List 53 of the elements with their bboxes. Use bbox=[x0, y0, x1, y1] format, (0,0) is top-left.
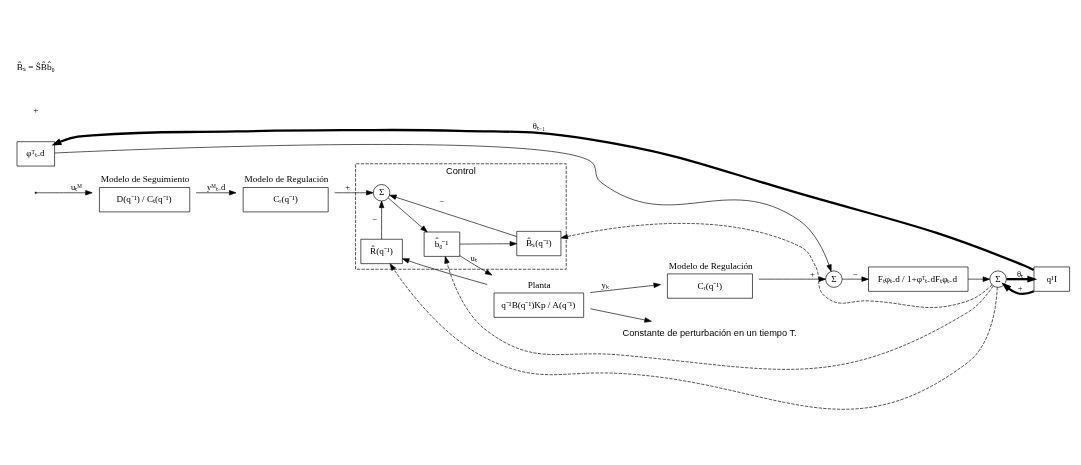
node-box: Fₜφₜ₋d / 1+φᵀₜ₋dFₜφₜ₋d bbox=[868, 266, 969, 292]
node-text: Constante de perturbación en un tiempo T. bbox=[622, 327, 797, 338]
edge-label: − bbox=[852, 268, 858, 279]
edge-label: uₜᴹ bbox=[70, 182, 82, 193]
edge-label: − bbox=[372, 214, 378, 225]
node-label: Planta bbox=[527, 279, 551, 290]
arrow bbox=[841, 276, 869, 282]
edge-label: + bbox=[1017, 282, 1023, 293]
arrow bbox=[560, 223, 993, 308]
node-box: B̂ₛ(q⁻¹) bbox=[516, 231, 562, 257]
node-box: R̂(q⁻¹) bbox=[360, 238, 403, 264]
edge-label: θₜ bbox=[1017, 268, 1024, 279]
arrow bbox=[758, 276, 826, 282]
node-circle: Σ bbox=[373, 184, 391, 202]
arrow bbox=[389, 194, 517, 237]
arrow bbox=[387, 197, 428, 233]
node-box: Cᵣ(q⁻¹) bbox=[242, 187, 329, 213]
edge-label: yᴹₜ₋d bbox=[207, 182, 226, 193]
node-box: b̂₀⁻¹ bbox=[423, 231, 461, 257]
arrow bbox=[402, 258, 488, 285]
arrow bbox=[378, 200, 385, 240]
edge-label: − bbox=[439, 196, 445, 207]
arrow bbox=[36, 190, 93, 196]
arrow bbox=[590, 282, 661, 293]
node-box: D(q⁻¹) / Cₜ(q⁻¹) bbox=[99, 187, 191, 213]
edge-label: + bbox=[345, 182, 351, 193]
arrow bbox=[334, 190, 374, 196]
arrow bbox=[459, 241, 517, 247]
edge-label: yₖ bbox=[601, 279, 609, 290]
edge-label: θₜ₋₁ bbox=[532, 121, 545, 132]
label: B̂ₛ = ŜB̂b̂₀ bbox=[16, 61, 55, 72]
arrow bbox=[967, 276, 990, 282]
arrow bbox=[51, 128, 1035, 271]
edge-label: uₜ bbox=[470, 252, 477, 263]
arrow bbox=[54, 144, 832, 272]
edge-label: + bbox=[810, 268, 815, 279]
arrow bbox=[444, 256, 994, 370]
node-circle: Σ bbox=[989, 270, 1007, 288]
node-box: φᵀₜ₋d bbox=[16, 141, 55, 167]
arrow bbox=[1006, 275, 1038, 283]
arrow bbox=[459, 255, 493, 276]
arrow bbox=[389, 263, 998, 410]
node-label: Modelo de Regulación bbox=[668, 260, 753, 271]
node-box: q⁻¹B(q⁻¹)Kp / A(q⁻¹) bbox=[493, 292, 584, 318]
node-label: Modelo de Seguimiento bbox=[100, 174, 190, 185]
arrow bbox=[1001, 282, 1035, 296]
arrow bbox=[195, 190, 237, 196]
node-label: Modelo de Regulación bbox=[244, 174, 329, 185]
node-box: q¹I bbox=[1033, 266, 1070, 292]
node-box: Cᵣ(q⁻¹) bbox=[667, 273, 753, 299]
arrow bbox=[590, 308, 652, 323]
label: + bbox=[33, 104, 39, 115]
node-circle: Σ bbox=[825, 270, 843, 288]
